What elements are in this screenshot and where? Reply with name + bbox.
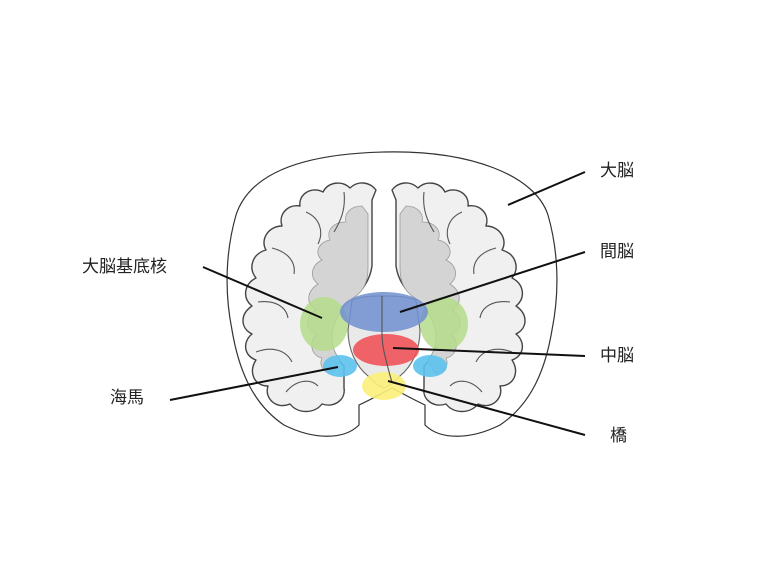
label-midbrain: 中脳: [600, 346, 634, 366]
basal-ganglia-left: [300, 297, 348, 351]
hippocampus-left: [323, 355, 357, 377]
midbrain-region: [353, 334, 419, 366]
label-hippocampus: 海馬: [110, 388, 144, 408]
diencephalon-region: [340, 292, 428, 332]
label-pons: 橋: [610, 426, 627, 446]
leader-basal-ganglia: [202, 266, 323, 319]
label-basal-ganglia: 大脳基底核: [82, 257, 167, 277]
ventricle-line: [381, 296, 393, 383]
leader-hippocampus: [169, 366, 339, 401]
basal-ganglia-right: [420, 297, 468, 351]
leader-diencephalon: [399, 251, 586, 313]
hippocampus-right: [413, 355, 447, 377]
label-diencephalon: 間脳: [600, 242, 634, 262]
leader-cerebrum: [507, 171, 586, 206]
leader-pons: [387, 380, 586, 436]
leader-midbrain: [392, 347, 586, 357]
pons-region: [362, 372, 406, 400]
label-cerebrum: 大脳: [600, 161, 634, 181]
